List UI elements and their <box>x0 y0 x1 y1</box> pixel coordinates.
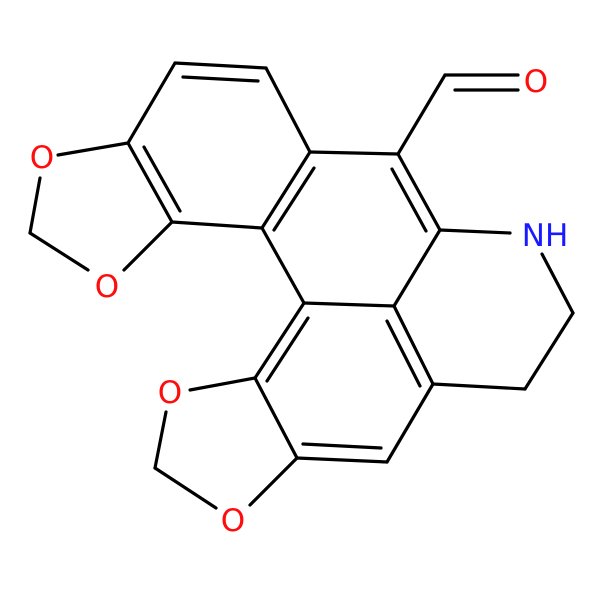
bond-double <box>265 316 310 383</box>
bond <box>540 252 575 315</box>
bond <box>431 382 527 391</box>
bond-double <box>272 166 316 232</box>
bond <box>260 150 312 230</box>
bond <box>308 150 400 156</box>
bond <box>264 66 312 154</box>
bond <box>385 382 435 464</box>
bond-double <box>385 319 422 388</box>
bond <box>302 301 396 308</box>
oxygen-atom-label: O <box>221 503 245 539</box>
bond <box>248 456 299 507</box>
bond-double <box>142 145 182 213</box>
oxygen-atom-label: O <box>95 269 119 305</box>
bond-double <box>301 442 383 450</box>
bond <box>392 228 442 308</box>
bond <box>153 410 168 470</box>
bond <box>170 220 264 230</box>
bond <box>523 311 575 391</box>
bond <box>188 376 257 392</box>
bond <box>126 61 177 145</box>
bond <box>396 73 447 156</box>
bond <box>28 176 42 235</box>
bond <box>253 376 299 460</box>
bond <box>28 231 90 272</box>
bond <box>122 220 174 272</box>
bond-double <box>390 167 428 233</box>
nitrogen-atom-label: NH <box>522 218 569 254</box>
bond <box>295 456 389 464</box>
bond <box>260 226 306 305</box>
oxygen-atom-label: O <box>524 64 548 100</box>
bond <box>438 228 512 235</box>
bond <box>392 304 435 386</box>
bond <box>126 141 174 224</box>
oxygen-atom-label: O <box>158 375 182 411</box>
bond <box>173 61 268 70</box>
bond <box>253 301 306 380</box>
bond <box>396 152 442 232</box>
oxygen-atom-label: O <box>30 140 54 176</box>
bond <box>56 141 130 157</box>
bond <box>153 466 218 510</box>
bond-double <box>181 75 260 83</box>
